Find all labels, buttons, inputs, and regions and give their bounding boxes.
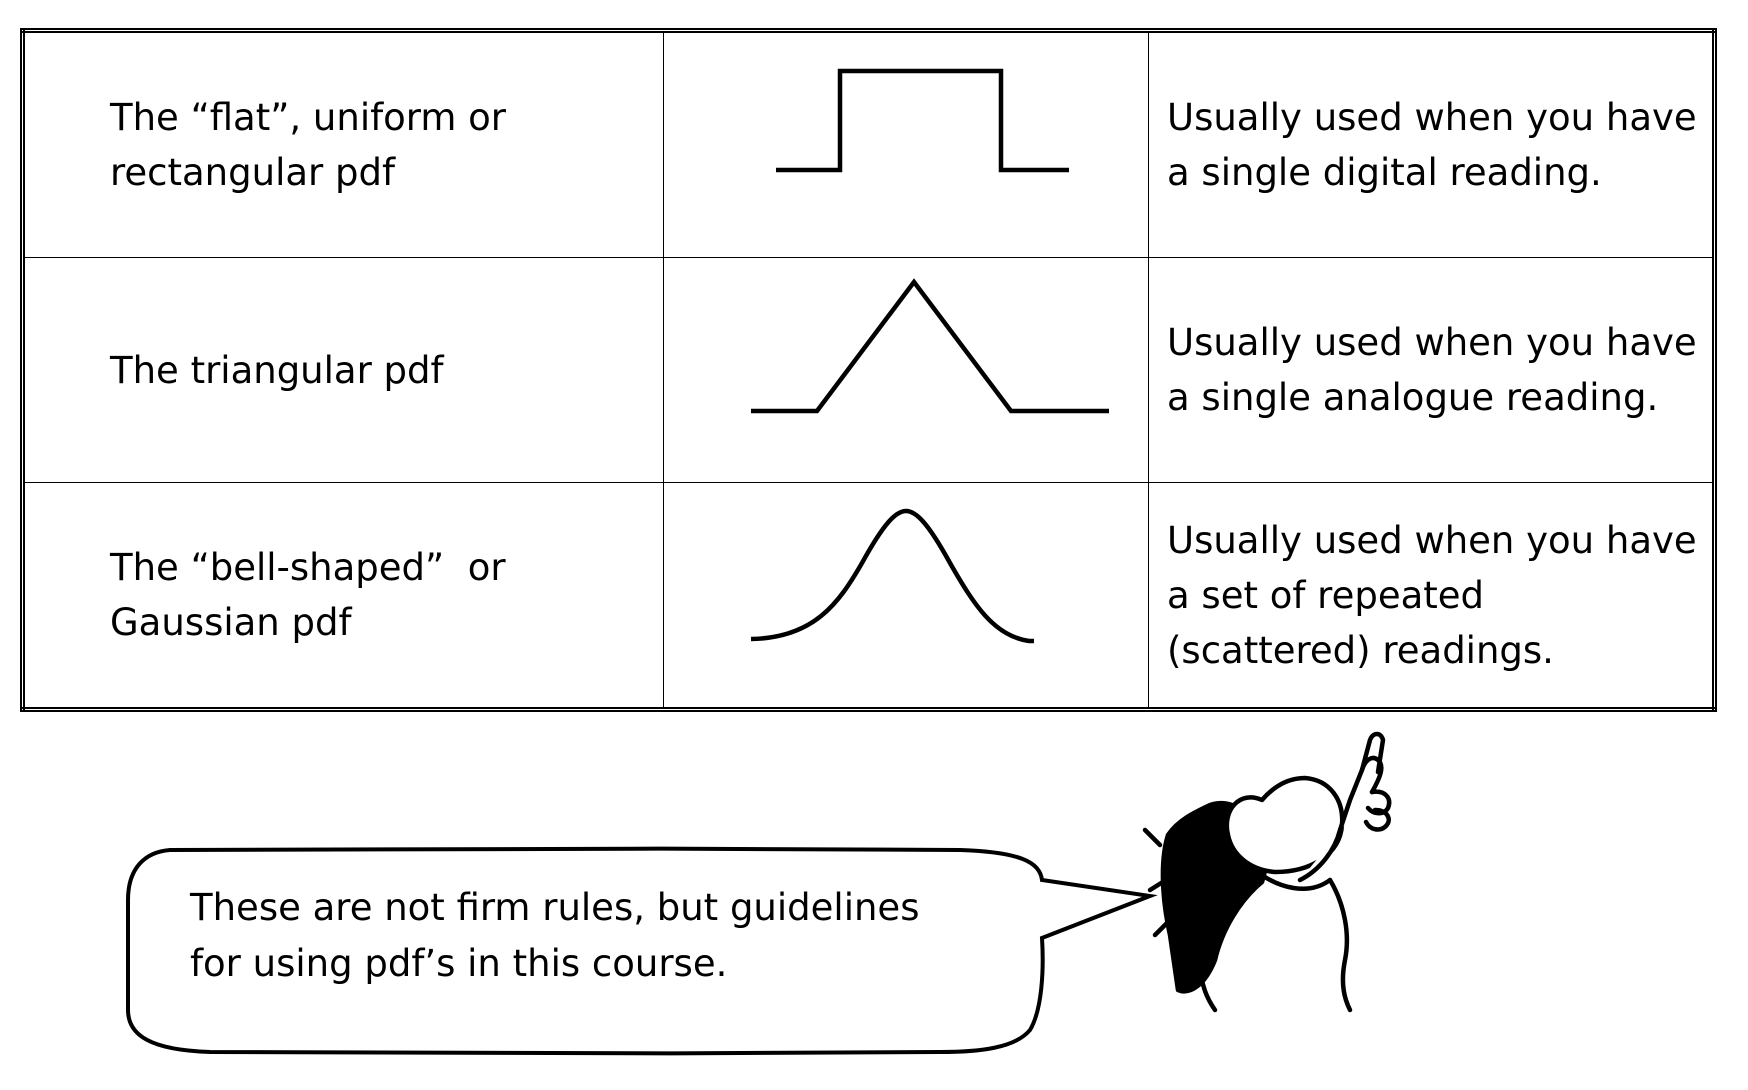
pdf-name-cell: The “bell-shaped” or Gaussian pdf xyxy=(22,482,664,710)
table-row: The “bell-shaped” or Gaussian pdf Usuall… xyxy=(22,482,1715,710)
pdf-name-text: rectangular pdf xyxy=(110,151,395,194)
pdf-shape-cell xyxy=(663,257,1149,483)
pdf-usage-cell: Usually used when you have a set of repe… xyxy=(1148,482,1715,710)
pdf-usage-text: a single digital reading. xyxy=(1167,151,1602,194)
pdf-usage-text: (scattered) readings. xyxy=(1167,628,1554,672)
table-row: The triangular pdf Usually used when you… xyxy=(22,257,1715,483)
pdf-name-cell: The “flat”, uniform or rectangular pdf xyxy=(22,30,664,258)
pdf-name-text: The triangular pdf xyxy=(110,348,444,392)
speech-bubble-line: These are not firm rules, but guidelines xyxy=(190,886,920,929)
pdf-shape-cell xyxy=(663,482,1149,710)
pdf-name-cell: The triangular pdf xyxy=(22,257,664,483)
speech-bubble-text: These are not firm rules, but guidelines… xyxy=(190,880,919,992)
pdf-usage-text: Usually used when you have xyxy=(1167,321,1697,364)
pdf-usage-cell: Usually used when you have a single digi… xyxy=(1148,30,1715,258)
triangular-pdf-icon xyxy=(751,278,1109,414)
pdf-name-text: Gaussian pdf xyxy=(110,601,352,644)
pdf-name-text: The “flat”, uniform or xyxy=(110,96,506,139)
speech-bubble xyxy=(126,846,1158,1056)
pdf-name-text: The “bell-shaped” or xyxy=(110,546,506,589)
rectangular-pdf-icon xyxy=(776,68,1069,173)
pdf-usage-cell: Usually used when you have a single anal… xyxy=(1148,257,1715,483)
pdf-usage-text: a set of repeated xyxy=(1167,573,1485,617)
pdf-usage-text: a single analogue reading. xyxy=(1167,376,1659,419)
speech-bubble-line: for using pdf’s in this course. xyxy=(190,942,728,985)
pdf-guidelines-table: The “flat”, uniform or rectangular pdf U… xyxy=(20,28,1717,712)
pdf-usage-text: Usually used when you have xyxy=(1167,518,1697,562)
pointing-cartoon-character-icon xyxy=(1142,731,1392,1013)
gaussian-pdf-icon xyxy=(750,508,1034,644)
table-row: The “flat”, uniform or rectangular pdf U… xyxy=(22,30,1715,258)
pdf-usage-text: Usually used when you have xyxy=(1167,96,1697,139)
